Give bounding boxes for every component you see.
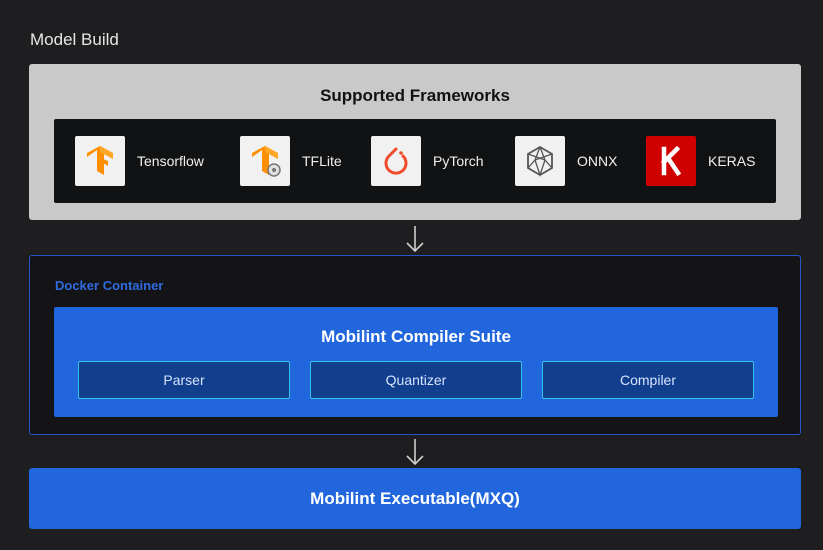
docker-label: Docker Container	[55, 278, 164, 293]
pytorch-icon	[371, 136, 421, 186]
framework-label: PyTorch	[433, 153, 484, 169]
onnx-icon	[515, 136, 565, 186]
tensorflow-icon	[75, 136, 125, 186]
quantizer-box: Quantizer	[310, 361, 522, 399]
keras-icon	[646, 136, 696, 186]
framework-onnx: ONNX	[515, 136, 617, 186]
framework-label: ONNX	[577, 153, 618, 169]
compiler-suite: Mobilint Compiler Suite Parser Quantizer…	[54, 307, 778, 417]
framework-keras: KERAS	[646, 136, 755, 186]
framework-label: KERAS	[708, 153, 756, 169]
suite-title: Mobilint Compiler Suite	[321, 327, 511, 346]
framework-tflite: TFLite	[240, 136, 342, 186]
framework-label: TFLite	[302, 153, 342, 169]
frameworks-panel: Supported Frameworks Tensorflow	[29, 64, 801, 220]
down-arrow-icon	[406, 439, 424, 466]
frameworks-strip: Tensorflow TFLite	[54, 119, 776, 203]
framework-tensorflow: Tensorflow	[75, 136, 204, 186]
docker-container: Docker Container Mobilint Compiler Suite…	[29, 255, 801, 435]
down-arrow-icon	[406, 226, 424, 253]
executable-label: Mobilint Executable(MXQ)	[310, 488, 520, 508]
framework-label: Tensorflow	[137, 153, 204, 169]
frameworks-title: Supported Frameworks	[320, 86, 510, 105]
tflite-icon	[240, 136, 290, 186]
framework-pytorch: PyTorch	[371, 136, 484, 186]
executable-box: Mobilint Executable(MXQ)	[29, 468, 801, 529]
compiler-box: Compiler	[542, 361, 754, 399]
diagram-title: Model Build	[30, 30, 119, 49]
parser-box: Parser	[78, 361, 290, 399]
